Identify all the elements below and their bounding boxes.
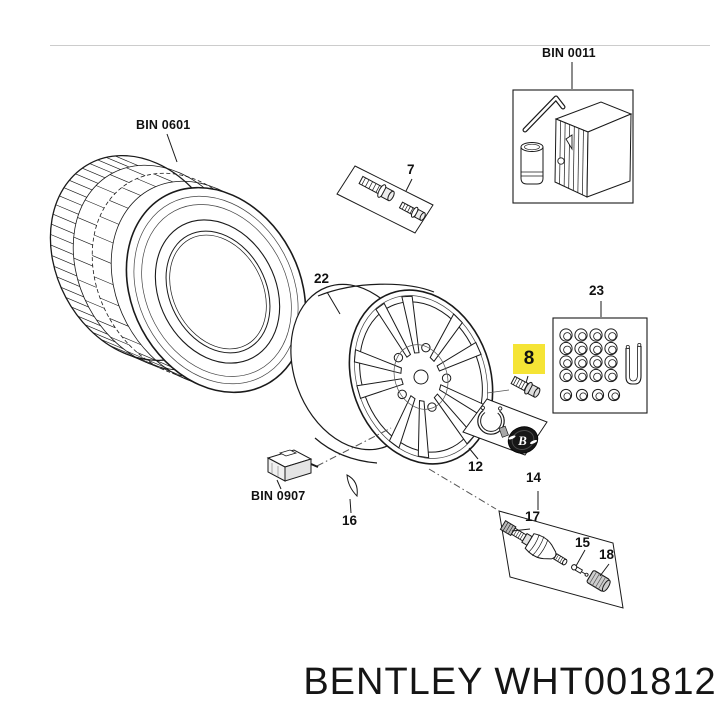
leader-lines bbox=[166, 62, 610, 577]
callout-item16[interactable]: 16 bbox=[342, 513, 358, 528]
callout-item8-highlighted[interactable]: 8 bbox=[513, 344, 545, 374]
callout-item17[interactable]: 17 bbox=[525, 509, 541, 524]
assembly-axis-lines bbox=[316, 389, 510, 510]
callout-item18[interactable]: 18 bbox=[599, 547, 615, 562]
cap-kit-drawing bbox=[552, 317, 648, 414]
tire-drawing bbox=[49, 154, 307, 394]
center-cap-kit-drawing: B bbox=[462, 398, 548, 456]
callout-item22[interactable]: 22 bbox=[314, 271, 330, 286]
bolt-kit-drawing bbox=[336, 165, 434, 234]
callout-bin-0601[interactable]: BIN 0601 bbox=[136, 118, 191, 132]
repair-kit-drawing bbox=[512, 89, 634, 204]
part-number-title: BENTLEY WHT001812 bbox=[303, 661, 717, 703]
callout-item15[interactable]: 15 bbox=[575, 535, 591, 550]
callout-item12[interactable]: 12 bbox=[468, 459, 484, 474]
callout-item7[interactable]: 7 bbox=[407, 162, 415, 177]
wheel-spokes bbox=[353, 295, 487, 459]
callout-item14[interactable]: 14 bbox=[526, 470, 542, 485]
callout-item23[interactable]: 23 bbox=[589, 283, 605, 298]
compressor-ribs bbox=[559, 120, 584, 195]
lug-bolt-drawing bbox=[510, 375, 541, 398]
cap-grid bbox=[559, 328, 621, 402]
valve-assembly-drawing bbox=[498, 510, 624, 609]
balance-weight-drawing bbox=[346, 474, 358, 498]
tire-tread-hatching bbox=[50, 155, 246, 386]
bentley-b-logo: B bbox=[517, 433, 527, 448]
tpms-sensor-drawing bbox=[266, 449, 319, 482]
callout-bin-0907[interactable]: BIN 0907 bbox=[251, 489, 306, 503]
wheel-drawing bbox=[290, 283, 494, 465]
callout-bin-0011[interactable]: BIN 0011 bbox=[542, 46, 596, 60]
